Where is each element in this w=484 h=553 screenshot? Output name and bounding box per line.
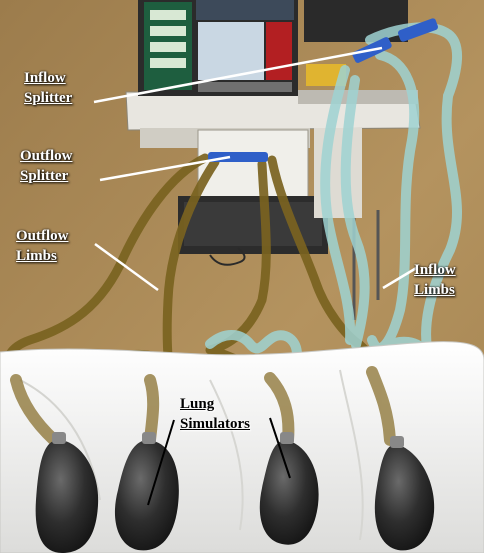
label-lung-simulators: Lung Simulators — [180, 396, 251, 432]
leader-lines — [93, 46, 419, 292]
label-inflow-splitter: Inflow Splitter — [24, 70, 73, 106]
yellow-part — [306, 64, 346, 86]
leader-line-lung — [147, 419, 175, 506]
label-outflow-limbs: Outflow Limbs — [16, 228, 69, 264]
inflow-tubing — [59, 22, 463, 447]
lung-bags — [35, 432, 435, 553]
ventilator-panel — [138, 0, 298, 96]
leader-line-lung-2 — [269, 417, 291, 479]
label-inflow-limbs: Inflow Limbs — [414, 262, 456, 298]
label-outflow-splitter: Outflow Splitter — [20, 148, 73, 184]
